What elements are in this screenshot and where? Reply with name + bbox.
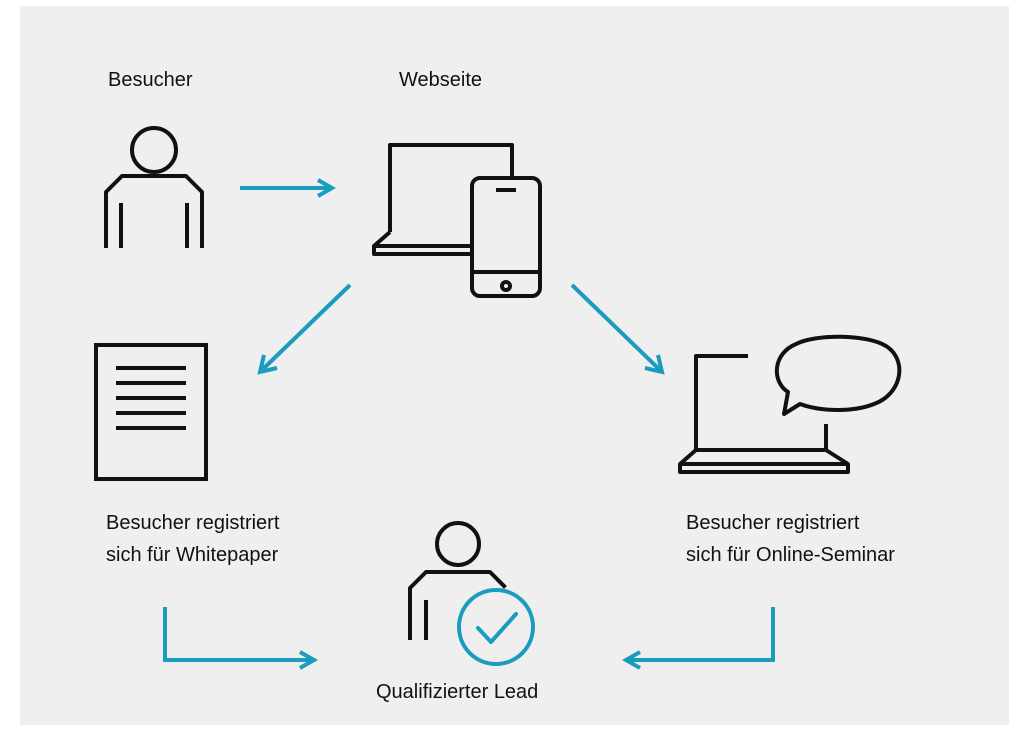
qualified-lead-label: Qualifizierter Lead xyxy=(376,681,539,703)
person-icon xyxy=(104,126,204,248)
whitepaper-label-line2: sich für Whitepaper xyxy=(106,544,279,566)
whitepaper-label-line1: Besucher registriert xyxy=(106,512,280,534)
laptop-chat-icon xyxy=(678,334,902,474)
person-check-icon xyxy=(408,521,535,666)
website-label: Webseite xyxy=(399,69,483,91)
seminar-label-line2: sich für Online-Seminar xyxy=(686,544,895,566)
document-icon xyxy=(94,343,208,481)
visitor-label: Besucher xyxy=(108,69,193,91)
seminar-label-line1: Besucher registriert xyxy=(686,512,860,534)
devices-icon xyxy=(372,143,542,298)
